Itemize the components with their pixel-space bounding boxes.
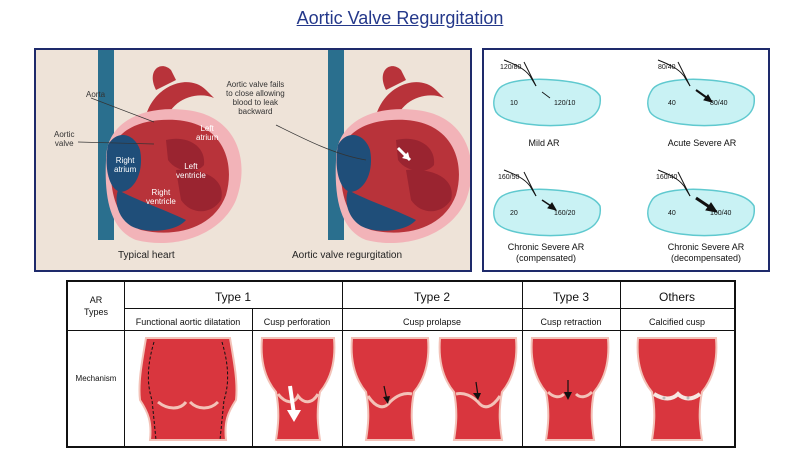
page-title: Aortic Valve Regurgitation xyxy=(296,8,504,28)
right-atrium-label: Right atrium xyxy=(114,156,137,174)
ar-types-table: AR Types Mechanism Type 1 Type 2 Type 3 … xyxy=(66,280,736,448)
left-atrium-label: Left atrium xyxy=(196,124,219,142)
type3-header: Type 3 xyxy=(552,290,590,304)
typical-heart-caption: Typical heart xyxy=(118,250,175,261)
left-ventricle-label: Left ventricle xyxy=(176,162,206,180)
left-ventricle-chamber xyxy=(176,169,222,212)
right-atrium-chamber xyxy=(106,134,142,192)
vessel-cusp-prolapse-a xyxy=(350,337,430,441)
type1-header: Type 1 xyxy=(214,290,252,304)
vessel-calcified-cusp xyxy=(636,337,718,441)
type2-header: Type 2 xyxy=(413,290,451,304)
mild-atrial-pressure: 10 xyxy=(510,100,518,107)
decomp-aortic-pressure: 160/40 xyxy=(656,174,678,181)
subtype-cusp-perforation: Cusp perforation xyxy=(263,317,331,327)
comp-ventricular-pressure: 160/20 xyxy=(554,210,576,217)
pressure-ventricle-shapes xyxy=(493,59,756,237)
aortic-valve-label: Aortic valve xyxy=(54,130,75,148)
subtype-cusp-retraction: Cusp retraction xyxy=(540,317,602,327)
comp-caption: Chronic Severe AR (compensated) xyxy=(507,242,585,263)
mechanism-vessel-illustrations xyxy=(138,337,718,441)
subtype-functional-dilatation: Functional aortic dilatation xyxy=(135,317,241,327)
ventricle-chronic-comp xyxy=(493,188,602,237)
acute-aortic-pressure: 80/40 xyxy=(658,64,676,71)
vessel-cusp-prolapse-b xyxy=(438,337,518,441)
mild-caption: Mild AR xyxy=(528,138,560,148)
others-header: Others xyxy=(658,290,695,304)
decomp-caption: Chronic Severe AR (decompensated) xyxy=(667,242,745,263)
left-atrium-chamber xyxy=(166,138,205,172)
regurgitation-heart-illustration xyxy=(328,50,470,243)
ventricle-chronic-decomp xyxy=(647,188,756,237)
comp-atrial-pressure: 20 xyxy=(510,210,518,217)
heart-anatomy-panel: Aorta Aortic valve Left atrium Right atr… xyxy=(34,48,472,272)
right-ventricle-chamber xyxy=(116,190,186,231)
mild-ventricular-pressure: 120/10 xyxy=(554,100,576,107)
typical-heart-illustration xyxy=(98,50,242,244)
mechanism-label: Mechanism xyxy=(75,374,117,383)
ar-types-header: AR Types xyxy=(83,295,108,317)
vessel-cusp-perforation xyxy=(260,337,336,441)
decomp-atrial-pressure: 40 xyxy=(668,210,676,217)
right-ventricle-label: Right ventricle xyxy=(146,188,176,206)
regurgitation-annotation: Aortic valve fails to close allowing blo… xyxy=(226,80,285,116)
acute-caption: Acute Severe AR xyxy=(667,138,737,148)
aorta-label: Aorta xyxy=(86,90,106,99)
subtype-calcified-cusp: Calcified cusp xyxy=(648,317,706,327)
decomp-ventricular-pressure: 160/40 xyxy=(710,210,732,217)
leader-lines xyxy=(77,97,367,161)
vessel-cusp-retraction xyxy=(530,337,610,441)
ventricle-acute xyxy=(647,78,756,127)
vessel-functional-dilatation xyxy=(138,337,238,441)
regurgitation-caption: Aortic valve regurgitation xyxy=(292,250,403,261)
subtype-cusp-prolapse: Cusp prolapse xyxy=(402,317,462,327)
acute-ventricular-pressure: 80/40 xyxy=(710,100,728,107)
heart-illustrations xyxy=(77,50,470,244)
mild-aortic-pressure: 120/80 xyxy=(500,64,522,71)
comp-aortic-pressure: 160/50 xyxy=(498,174,520,181)
ventricle-mild xyxy=(493,78,602,127)
acute-atrial-pressure: 40 xyxy=(668,100,676,107)
pressure-diagrams-panel: 120/80 10 120/10 Mild AR 80/40 40 80/40 … xyxy=(482,48,770,272)
